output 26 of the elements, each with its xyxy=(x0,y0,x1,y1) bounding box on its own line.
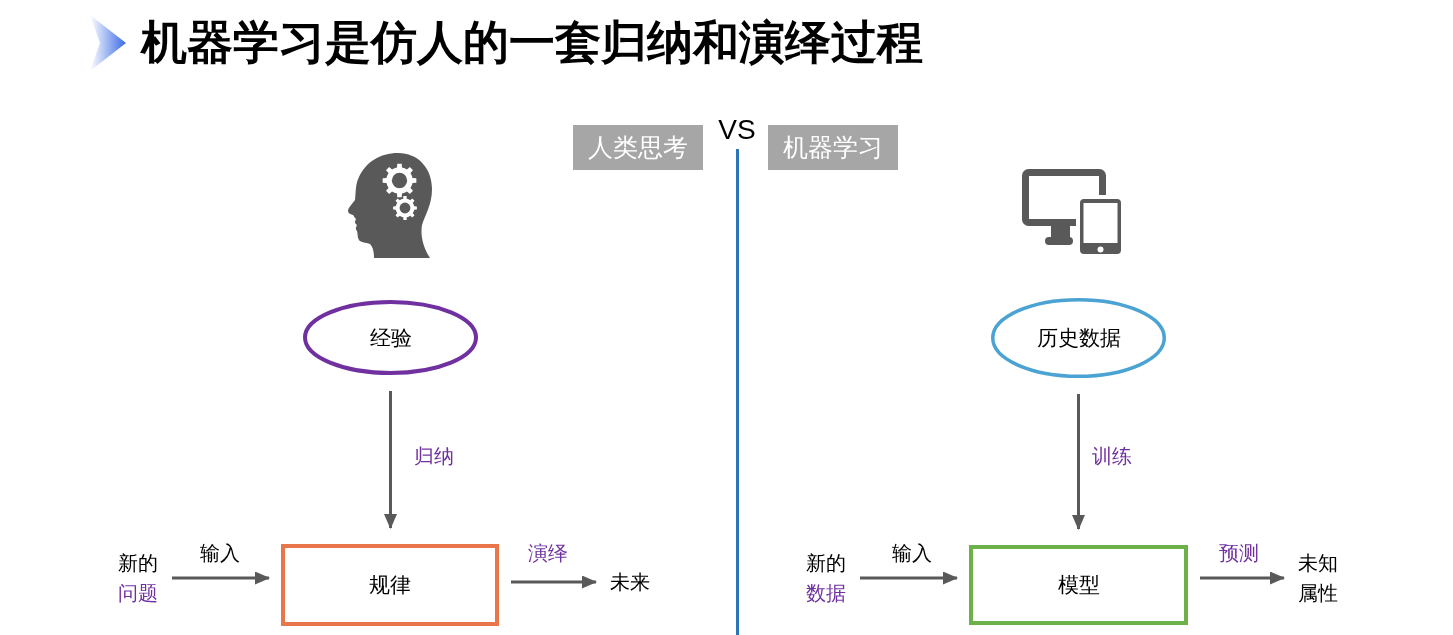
text-label: 问题 xyxy=(118,581,158,606)
arrow xyxy=(1072,394,1085,530)
header-band: 机器学习 xyxy=(768,125,898,170)
process-box: 规律 xyxy=(281,544,499,626)
ellipse-node: 经验 xyxy=(303,300,478,375)
arrow xyxy=(384,391,397,529)
edge-label: 输入 xyxy=(891,541,933,565)
edge-label: 演绎 xyxy=(527,541,569,565)
text-label: 新的 xyxy=(118,551,158,576)
arrow xyxy=(860,571,958,585)
edge-label: 归纳 xyxy=(413,444,455,468)
vs-label: VS xyxy=(717,113,757,147)
process-box: 模型 xyxy=(969,545,1188,625)
text-label: 未知属性 xyxy=(1296,548,1340,608)
text-label: 数据 xyxy=(806,581,846,606)
arrow xyxy=(172,571,270,585)
slide-title: 机器学习是仿人的一套归纳和演绎过程 xyxy=(141,15,923,70)
edge-label: 训练 xyxy=(1091,444,1133,468)
header-band: 人类思考 xyxy=(573,125,703,170)
edge-label: 预测 xyxy=(1218,541,1260,565)
arrow xyxy=(1200,571,1285,585)
edge-label: 输入 xyxy=(199,541,241,565)
arrow xyxy=(511,575,597,589)
ellipse-node: 历史数据 xyxy=(991,298,1166,378)
text-label: 未来 xyxy=(608,568,652,596)
text-label: 新的 xyxy=(806,551,846,576)
